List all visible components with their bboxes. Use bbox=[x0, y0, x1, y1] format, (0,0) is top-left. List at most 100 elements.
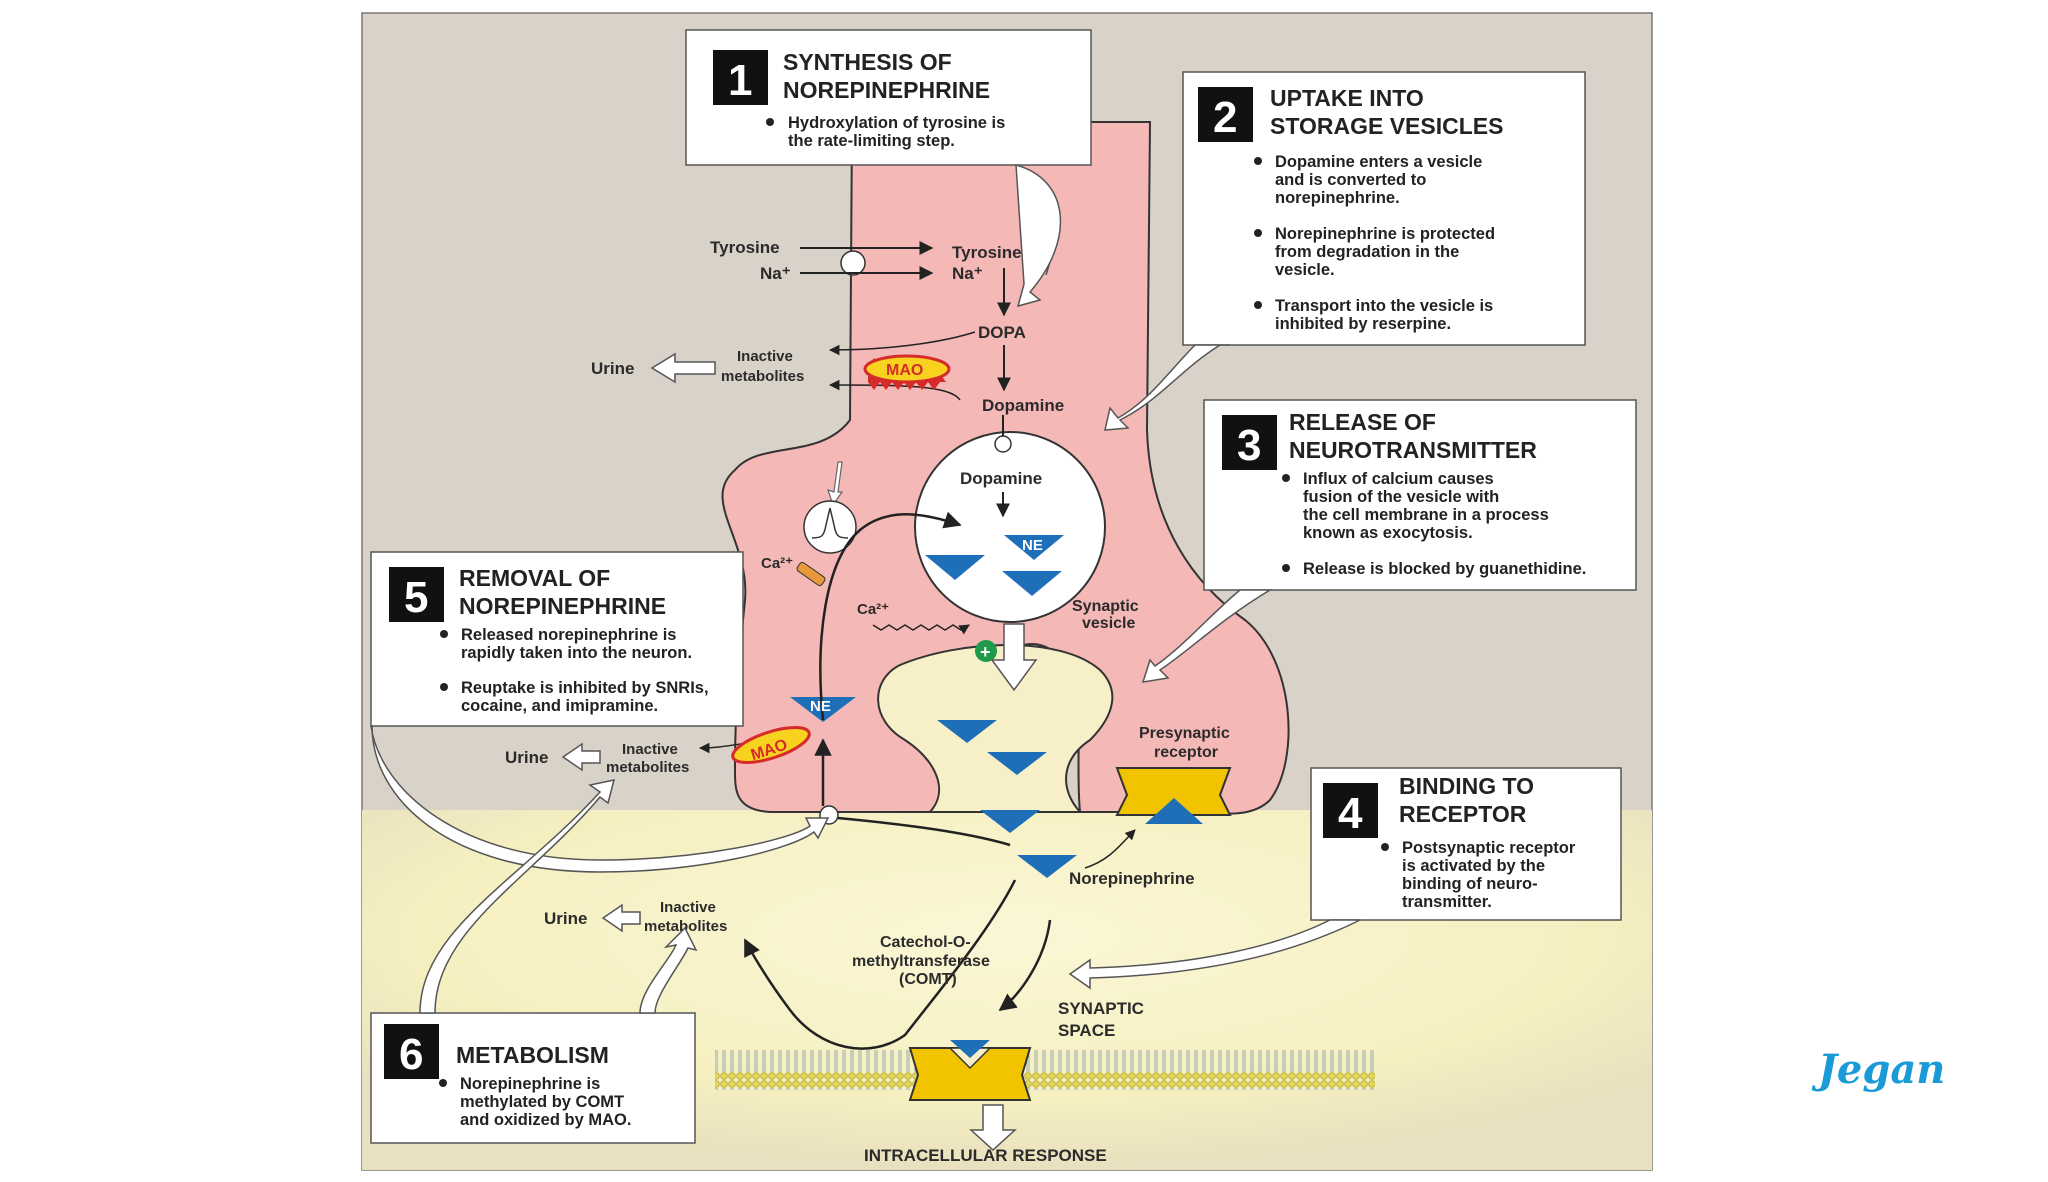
ne-released-3 bbox=[980, 810, 1040, 833]
tyrosine-in-label: Tyrosine bbox=[952, 243, 1022, 262]
presynaptic-label-2: receptor bbox=[1154, 744, 1218, 761]
step-5-pointer bbox=[370, 725, 830, 873]
signature: Jegan bbox=[1811, 1046, 1945, 1093]
postsynaptic-membrane bbox=[715, 1050, 1375, 1090]
intracellular-response-label: INTRACELLULAR RESPONSE bbox=[864, 1146, 1107, 1165]
step-5-title-1: REMOVAL OF bbox=[459, 565, 610, 591]
step-1-title-2: NOREPINEPHRINE bbox=[783, 77, 990, 103]
step-2-title-2: STORAGE VESICLES bbox=[1270, 113, 1503, 139]
step-3-bullet-2-line-1: Release is blocked by guanethidine. bbox=[1303, 560, 1586, 578]
synaptic-vesicle bbox=[914, 431, 1106, 623]
synaptic-vesicle-label-2: vesicle bbox=[1082, 615, 1135, 632]
ne-released-1 bbox=[937, 720, 997, 743]
mao-label-1: MAO bbox=[886, 362, 923, 379]
step-2-bullet-3-line-1: Transport into the vesicle is bbox=[1275, 297, 1493, 315]
step-2-number: 2 bbox=[1213, 93, 1237, 142]
ne-released-4 bbox=[1017, 855, 1077, 878]
reuptake-loop-arrow bbox=[819, 511, 962, 721]
ca-label-2: Ca²⁺ bbox=[857, 601, 889, 618]
step-2-bullet-1-line-3: norepinephrine. bbox=[1275, 189, 1400, 207]
step-5-title-2: NOREPINEPHRINE bbox=[459, 593, 666, 619]
mao-enzyme-1 bbox=[862, 354, 951, 390]
step-1-box: 1 SYNTHESIS OF NOREPINEPHRINE Hydroxylat… bbox=[685, 29, 1092, 276]
ne-on-presynaptic-receptor bbox=[1145, 798, 1203, 824]
synaptic-space-label-1: SYNAPTIC bbox=[1058, 999, 1144, 1018]
vesicle-transporter bbox=[994, 435, 1012, 453]
step-3-bullet-1-line-1: Influx of calcium causes bbox=[1303, 470, 1494, 488]
step-4-pointer bbox=[1068, 919, 1361, 990]
metabolites-label-3: metabolites bbox=[644, 918, 727, 935]
step-6-number-badge bbox=[384, 1024, 439, 1079]
tyrosine-transporter bbox=[840, 250, 866, 276]
step-5-number: 5 bbox=[404, 573, 428, 622]
ne-vesicle-label: NE bbox=[1022, 537, 1043, 554]
dopamine-label: Dopamine bbox=[982, 396, 1064, 415]
step-5-bullet-1-line-1: Released norepinephrine is bbox=[461, 626, 676, 644]
step-2-box: 2 UPTAKE INTO STORAGE VESICLES Dopamine … bbox=[1182, 71, 1586, 346]
inactive-label-3: Inactive bbox=[660, 899, 716, 916]
na-out-label: Na⁺ bbox=[760, 264, 791, 283]
ne-triangle-vesicle-1 bbox=[925, 555, 985, 580]
step-3-box: 3 RELEASE OF NEUROTRANSMITTER Influx of … bbox=[1203, 399, 1637, 591]
step-2-bullet-1-line-2: and is converted to bbox=[1275, 171, 1426, 189]
ne-label-triangle bbox=[1004, 535, 1064, 560]
comt-label-2: methyltransferase bbox=[852, 953, 990, 970]
calcium-influx-arrow bbox=[872, 624, 970, 635]
step-4-number: 4 bbox=[1338, 789, 1363, 838]
plus-icon bbox=[975, 640, 997, 662]
step-6-pointer-left bbox=[419, 779, 616, 1014]
step-6-number: 6 bbox=[399, 1030, 423, 1079]
step-2-bullet-2-line-2: from degradation in the bbox=[1275, 243, 1459, 261]
urine-label-2: Urine bbox=[505, 748, 548, 767]
step-5-number-badge bbox=[389, 567, 444, 622]
step-4-bullet-1-line-3: binding of neuro- bbox=[1402, 875, 1538, 893]
step-6-title-1: METABOLISM bbox=[456, 1042, 609, 1068]
response-arrow bbox=[969, 1104, 1017, 1152]
synaptic-vesicle-label-1: Synaptic bbox=[1072, 598, 1139, 615]
step-1-bullet-1-line-2: the rate-limiting step. bbox=[788, 132, 955, 150]
na-in-label: Na⁺ bbox=[952, 264, 983, 283]
norepinephrine-label: Norepinephrine bbox=[1069, 869, 1195, 888]
dopa-to-mao-arrow bbox=[828, 331, 976, 356]
exocytosis-arrow bbox=[990, 623, 1038, 692]
comt-arrow-1 bbox=[743, 879, 1017, 1050]
step-2-bullet-2-line-3: vesicle. bbox=[1275, 261, 1335, 279]
action-potential-icon bbox=[803, 500, 857, 554]
urine-arrow-2 bbox=[561, 742, 601, 772]
step-6-bullet-1-line-3: and oxidized by MAO. bbox=[460, 1111, 631, 1129]
step-3-bullet-1-line-3: the cell membrane in a process bbox=[1303, 506, 1549, 524]
step-1-number: 1 bbox=[728, 56, 752, 105]
urine-label-3: Urine bbox=[544, 909, 587, 928]
ne-on-postsynaptic-receptor bbox=[950, 1040, 990, 1058]
step-3-number: 3 bbox=[1237, 421, 1261, 470]
plus-label: + bbox=[980, 642, 991, 662]
step-6-bullet-1-line-2: methylated by COMT bbox=[460, 1093, 624, 1111]
step-2-pointer bbox=[1104, 344, 1230, 431]
urine-arrow-1 bbox=[650, 352, 716, 384]
presynaptic-receptor bbox=[1115, 767, 1232, 816]
step-4-title-2: RECEPTOR bbox=[1399, 801, 1527, 827]
step-4-box: 4 BINDING TO RECEPTOR Postsynaptic recep… bbox=[1310, 767, 1622, 921]
dopamine-to-mao-arrow bbox=[828, 379, 961, 401]
step-6-pointer-right bbox=[639, 926, 698, 1014]
ca-label-1: Ca²⁺ bbox=[761, 555, 793, 572]
step-4-bullet-1-line-2: is activated by the bbox=[1402, 857, 1545, 875]
urine-label-1: Urine bbox=[591, 359, 634, 378]
metabolites-label-1: metabolites bbox=[721, 368, 804, 385]
ne-reuptake-label: NE bbox=[810, 698, 831, 715]
step-6-bullet-1-line-1: Norepinephrine is bbox=[460, 1075, 600, 1093]
step-3-title-1: RELEASE OF bbox=[1289, 409, 1436, 435]
inactive-label-1: Inactive bbox=[737, 348, 793, 365]
dopa-label: DOPA bbox=[978, 323, 1026, 342]
step-2-bullet-3-line-2: inhibited by reserpine. bbox=[1275, 315, 1451, 333]
ne-triangle-vesicle-2 bbox=[1002, 571, 1062, 596]
dopamine-vesicle-label: Dopamine bbox=[960, 469, 1042, 488]
step-6-box: 6 METABOLISM Norepinephrine is methylate… bbox=[370, 1012, 696, 1144]
presynaptic-label-1: Presynaptic bbox=[1139, 725, 1230, 742]
step-3-number-badge bbox=[1222, 415, 1277, 470]
step-1-number-badge bbox=[713, 50, 768, 105]
ne-released-2 bbox=[987, 752, 1047, 775]
step-1-title-1: SYNTHESIS OF bbox=[783, 49, 952, 75]
step-2-title-1: UPTAKE INTO bbox=[1270, 85, 1424, 111]
